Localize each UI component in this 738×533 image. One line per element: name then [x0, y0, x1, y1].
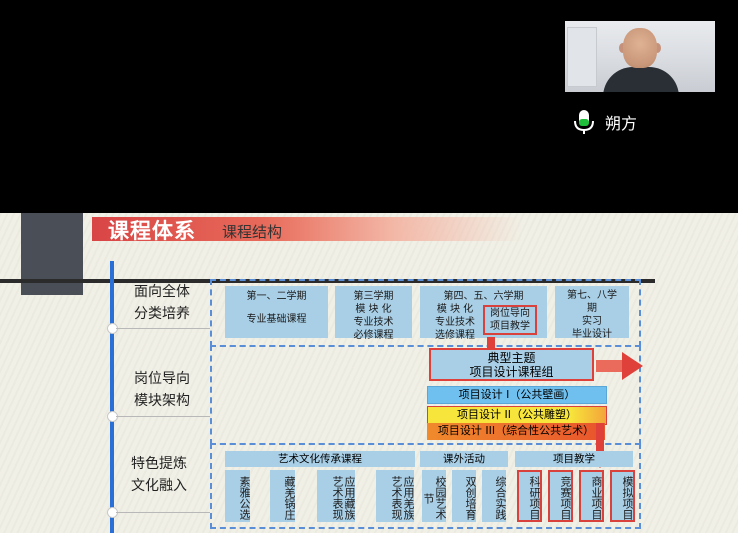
semester-head: 第一、二学期: [246, 291, 307, 302]
semester-card-1: 第一、二学期 专业基础课程: [225, 286, 328, 338]
group-head-activities: 课外活动: [420, 451, 508, 467]
theme-line: 项目设计课程组: [469, 365, 554, 379]
project-bar-1: 项目设计 I（公共壁画）: [427, 386, 607, 404]
culture-item: 藏羌锅庄: [270, 470, 296, 522]
participant-body: [603, 67, 679, 92]
project-item: 模拟项目: [610, 470, 635, 522]
slide-subtitle: 课程结构: [222, 223, 283, 241]
participant-ear-right: [654, 43, 661, 53]
semester-card-4: 第七、八学 期 实习 毕业设计: [555, 286, 629, 340]
theme-box: 典型主题 项目设计课程组: [429, 348, 594, 381]
project-teaching-highlight: 岗位导向 项目教学: [483, 305, 537, 335]
activity-item: 综合实践: [482, 470, 507, 522]
activity-item: 双创培育: [452, 470, 477, 522]
semester-body: 毕业设计: [572, 329, 612, 340]
semester-card-3: 第四、五、六学期 模 块 化 专业技术 选修课程 岗位导向 项目教学: [420, 286, 547, 341]
project-bar-3: 项目设计 III（综合性公共艺术）: [427, 423, 605, 440]
row-label-line: 模块架构: [134, 393, 190, 409]
semester-body: 专业技术: [435, 317, 475, 328]
culture-item: 应用羌族艺术表现: [376, 470, 415, 522]
semester-card-2: 第三学期 模 块 化 专业技术 必修课程: [335, 286, 412, 341]
semester-body: 实习: [582, 316, 602, 327]
highlight-text: 项目教学: [490, 321, 530, 332]
row-label-line: 分类培养: [134, 306, 190, 322]
project-bar-2: 项目设计 II（公共雕塑）: [427, 406, 607, 425]
row3-frame: [210, 443, 641, 529]
title-ribbon: [92, 217, 522, 241]
arrow-right-icon: [596, 352, 643, 380]
semester-body: 专业基础课程: [246, 314, 307, 325]
participant-head: [623, 28, 657, 68]
semester-head: 第七、八学: [567, 290, 617, 301]
semester-head: 期: [587, 303, 597, 314]
row-label-2: 岗位导向 模块架构: [124, 368, 200, 412]
divider-line: [0, 279, 655, 283]
row-label-line: 岗位导向: [134, 371, 190, 387]
project-item: 科研项目: [517, 470, 542, 522]
speaker-name: 朔方: [605, 114, 638, 133]
slide-title: 课程体系: [108, 219, 196, 243]
semester-body: 模 块 化: [355, 304, 392, 315]
semester-body-group: 模 块 化 专业技术 选修课程: [426, 303, 484, 342]
microphone-icon[interactable]: [573, 109, 595, 135]
group-head-projects: 项目教学: [515, 451, 633, 467]
group-head-culture: 艺术文化传承课程: [225, 451, 415, 467]
project-item: 商业项目: [579, 470, 604, 522]
semester-head: 第四、五、六学期: [443, 291, 524, 302]
connector: [116, 328, 210, 329]
row-label-1: 面向全体 分类培养: [124, 281, 200, 325]
participant-ear-left: [619, 43, 626, 53]
culture-item: 应用藏族艺术表现: [317, 470, 356, 522]
participant-label: 朔方: [573, 108, 637, 136]
connector: [116, 512, 210, 513]
culture-item: 素雅公选: [225, 470, 251, 522]
shared-slide: 课程体系 课程结构 面向全体 分类培养 岗位导向 模块架构 特色提炼 文化融入 …: [0, 213, 738, 533]
semester-body: 必修课程: [353, 330, 394, 341]
row-label-3: 特色提炼 文化融入: [118, 453, 200, 497]
semester-body: 选修课程: [435, 330, 475, 341]
project-item: 竞赛项目: [548, 470, 573, 522]
row-label-line: 特色提炼: [131, 456, 187, 472]
connector: [116, 416, 210, 417]
video-background-shelf: [567, 27, 597, 87]
highlight-text: 岗位导向: [490, 308, 530, 319]
semester-head: 第三学期: [353, 291, 394, 302]
activity-item: 校园艺术节: [422, 470, 447, 522]
semester-body: 专业技术: [353, 317, 394, 328]
row-label-line: 文化融入: [131, 478, 187, 494]
semester-body: 模 块 化: [436, 304, 474, 315]
theme-line: 典型主题: [487, 351, 536, 365]
row-label-line: 面向全体: [134, 284, 190, 300]
participant-video[interactable]: [565, 21, 715, 92]
timeline-axis: [110, 261, 114, 533]
